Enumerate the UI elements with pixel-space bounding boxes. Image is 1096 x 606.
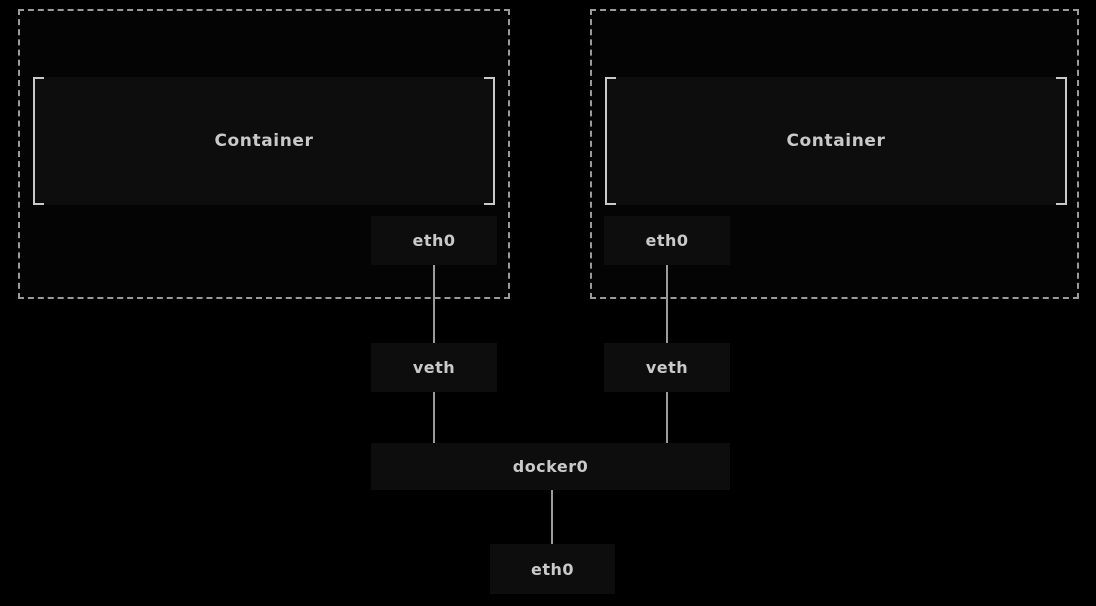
bracket-right-icon — [1056, 77, 1067, 205]
container-eth0-left-label: eth0 — [412, 231, 456, 250]
bracket-left-icon — [605, 77, 616, 205]
veth-left[interactable]: veth — [371, 343, 497, 392]
link-docker0-to-host-eth0 — [551, 490, 553, 544]
container-block-right[interactable]: Container — [605, 77, 1067, 205]
veth-left-label: veth — [412, 358, 456, 377]
container-eth0-right-label: eth0 — [645, 231, 689, 250]
link-veth-right-to-docker0 — [666, 392, 668, 443]
veth-right-label: veth — [645, 358, 689, 377]
link-veth-left-to-docker0 — [433, 392, 435, 443]
bracket-left-icon — [33, 77, 44, 205]
docker0-bridge[interactable]: docker0 — [371, 443, 730, 490]
container-label: Container — [214, 131, 314, 151]
host-eth0[interactable]: eth0 — [490, 544, 615, 594]
link-eth0-left-to-veth-left — [433, 265, 435, 343]
container-label: Container — [786, 131, 886, 151]
container-block-left[interactable]: Container — [33, 77, 495, 205]
container-eth0-right[interactable]: eth0 — [604, 216, 730, 265]
veth-right[interactable]: veth — [604, 343, 730, 392]
link-eth0-right-to-veth-right — [666, 265, 668, 343]
bracket-right-icon — [484, 77, 495, 205]
container-eth0-left[interactable]: eth0 — [371, 216, 497, 265]
host-eth0-label: eth0 — [530, 559, 575, 579]
docker0-bridge-label: docker0 — [512, 457, 589, 476]
